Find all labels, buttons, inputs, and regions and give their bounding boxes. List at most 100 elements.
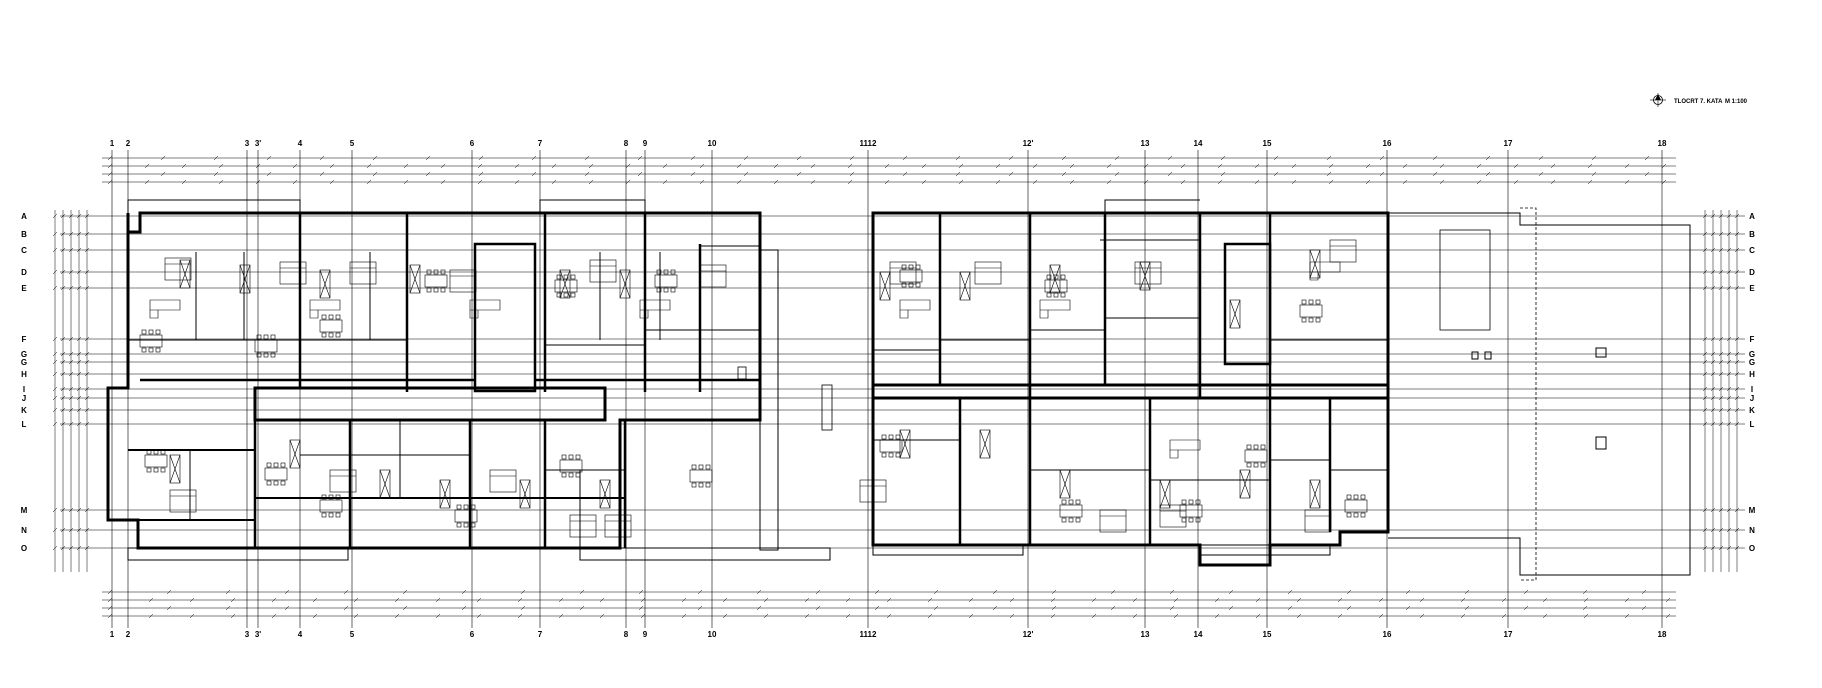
dimension-tick	[1106, 163, 1112, 169]
chair-symbol	[663, 269, 669, 275]
dimension-tick	[1641, 589, 1647, 595]
dimension-tick	[476, 613, 482, 619]
door-leaf	[519, 479, 531, 509]
building-west-wing	[106, 199, 831, 561]
dimension-tick	[531, 171, 537, 177]
dimension-tick	[681, 613, 687, 619]
dimension-tick	[372, 171, 378, 177]
dimension-tick	[271, 597, 277, 603]
dimension-tick	[1476, 179, 1482, 185]
dimension-tick	[699, 179, 705, 185]
dimension-tick	[329, 179, 335, 185]
dimension-tick	[992, 589, 998, 595]
dimension-tick	[1419, 613, 1425, 619]
column-label: 10	[708, 139, 717, 148]
chair-symbol	[328, 332, 334, 338]
dimension-tick	[933, 605, 939, 611]
dimension-tick	[756, 605, 762, 611]
dimension-tick	[366, 179, 372, 185]
dimension-tick	[517, 613, 523, 619]
chair-symbol	[656, 269, 662, 275]
dimension-tick	[1587, 163, 1593, 169]
dimension-tick	[773, 163, 779, 169]
dimension-tick	[1464, 605, 1470, 611]
sofa-symbol	[149, 299, 181, 319]
dimension-lines	[52, 155, 1740, 619]
chair-symbol	[280, 480, 286, 486]
dimension-tick	[1180, 179, 1186, 185]
column-label: 3	[245, 139, 250, 148]
chair-symbol	[656, 287, 662, 293]
dimension-tick	[230, 613, 236, 619]
dimension-tick	[1665, 613, 1671, 619]
chair-symbol	[556, 292, 562, 298]
dimension-tick	[1106, 179, 1112, 185]
dimension-tick	[884, 179, 890, 185]
bed-symbol	[349, 261, 377, 285]
chair-symbol	[1075, 517, 1081, 523]
chair-symbol	[556, 274, 562, 280]
column-label: 17	[1504, 139, 1513, 148]
column-label: 1112	[860, 630, 877, 639]
dimension-tick	[52, 359, 58, 365]
dimension-tick	[1538, 155, 1544, 161]
table-symbol	[1299, 304, 1323, 318]
chair-symbol	[888, 434, 894, 440]
dimension-tick	[52, 395, 58, 401]
sofa-symbol	[469, 299, 501, 319]
dimension-tick	[514, 163, 520, 169]
dimension-tick	[440, 179, 446, 185]
dimension-tick	[1326, 171, 1332, 177]
dimension-tick	[1291, 179, 1297, 185]
dimension-tick	[1287, 589, 1293, 595]
dimension-tick	[343, 589, 349, 595]
table-symbol	[559, 459, 583, 473]
dimension-tick	[372, 155, 378, 161]
dimension-tick	[815, 605, 821, 611]
dimension-tick	[477, 179, 483, 185]
bed-symbol	[974, 261, 1002, 285]
chair-symbol	[908, 282, 914, 288]
dimension-tick	[1661, 163, 1667, 169]
chair-symbol	[426, 269, 432, 275]
chair-symbol	[1253, 444, 1259, 450]
dimension-tick	[845, 597, 851, 603]
chair-symbol	[1360, 494, 1366, 500]
door-leaf	[959, 271, 971, 301]
column-label: 8	[624, 630, 629, 639]
door-swing	[239, 264, 251, 294]
dimension-tick	[1432, 155, 1438, 161]
bed-symbol	[699, 264, 727, 288]
chair-symbol	[663, 287, 669, 293]
dimension-tick	[213, 155, 219, 161]
dimension-tick	[804, 613, 810, 619]
row-label: H	[21, 370, 27, 379]
dimension-tick	[52, 231, 58, 237]
dimension-tick	[1624, 597, 1630, 603]
chair-symbol	[266, 480, 272, 486]
row-label: K	[1749, 406, 1755, 415]
table-symbol	[319, 499, 343, 513]
dimension-tick	[1379, 171, 1385, 177]
dimension-tick	[394, 597, 400, 603]
column-label: 9	[643, 139, 648, 148]
dimension-tick	[1114, 171, 1120, 177]
sofa-symbol	[899, 299, 931, 319]
column-label: 8	[624, 139, 629, 148]
chair-symbol	[146, 467, 152, 473]
dimension-tick	[107, 179, 113, 185]
dimension-tick	[849, 171, 855, 177]
chair-symbol	[321, 314, 327, 320]
dimension-tick	[1582, 605, 1588, 611]
dimension-tick	[1337, 613, 1343, 619]
chair-symbol	[433, 287, 439, 293]
door-swing	[379, 469, 391, 499]
dimension-tick	[1538, 171, 1544, 177]
dimension-tick	[847, 179, 853, 185]
chair-symbol	[160, 467, 166, 473]
bed-symbol	[889, 261, 917, 285]
chair-symbol	[335, 512, 341, 518]
chair-symbol	[1246, 462, 1252, 468]
door-leaf	[179, 259, 191, 289]
